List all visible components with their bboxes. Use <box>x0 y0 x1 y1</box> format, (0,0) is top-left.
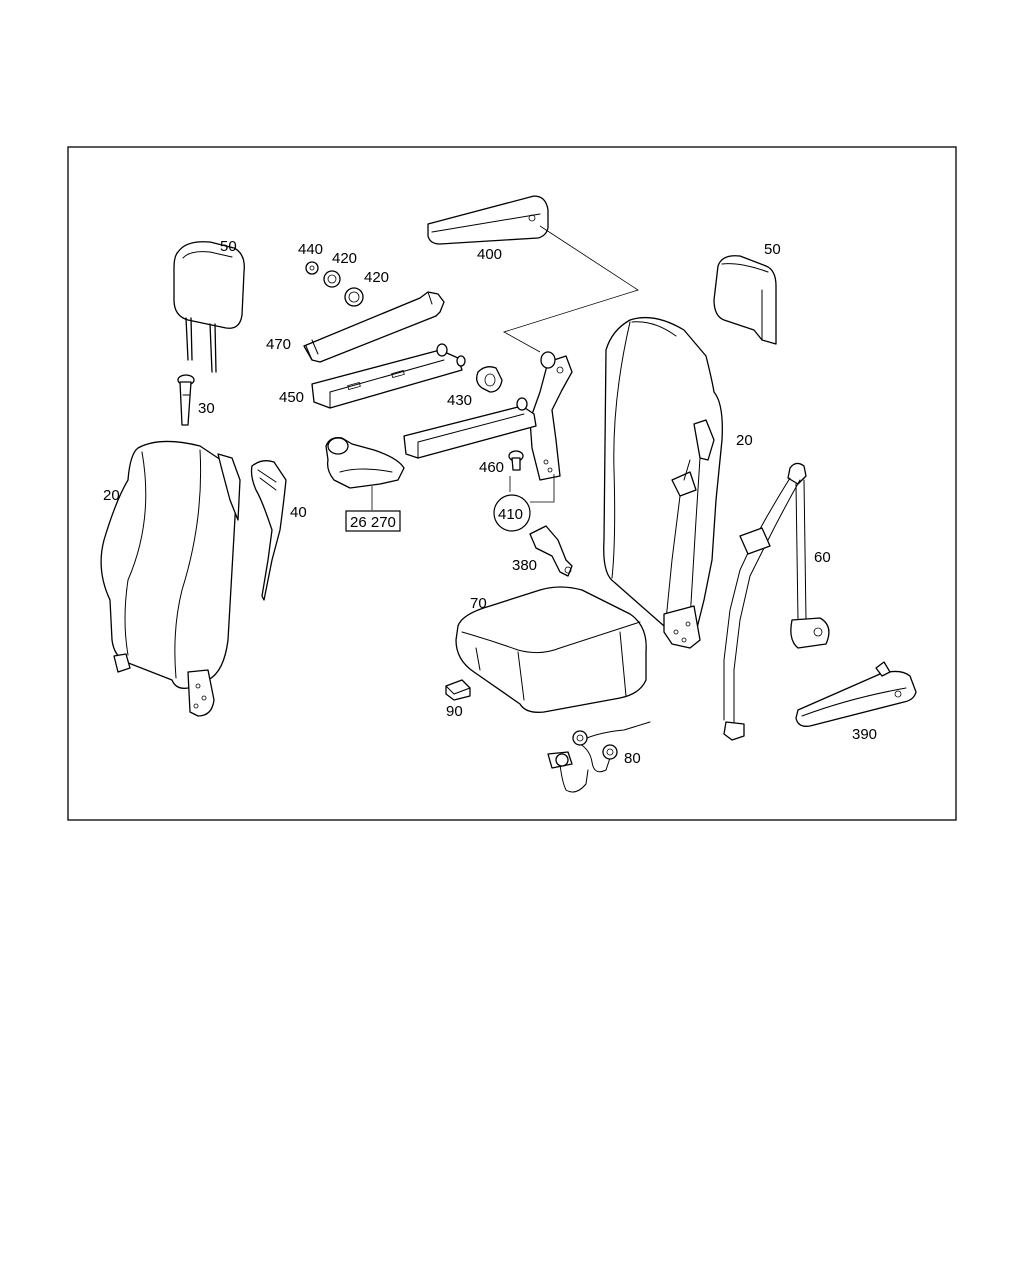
ref-assembly-26270[interactable] <box>325 437 405 489</box>
rail-lower[interactable] <box>403 397 537 459</box>
backrest-right[interactable] <box>603 316 723 649</box>
label-washer-420-a: 420 <box>332 250 357 267</box>
label-circle-410 <box>493 494 531 532</box>
label-bushing-430: 430 <box>447 392 472 409</box>
label-armrest-390: 390 <box>852 726 877 743</box>
label-guide-30: 30 <box>198 400 215 417</box>
seat-belt-60[interactable] <box>723 462 830 741</box>
label-washer-420-b: 420 <box>364 269 389 286</box>
washer-440[interactable] <box>305 261 319 275</box>
label-washer-440: 440 <box>298 241 323 258</box>
label-ref-26270: 26 270 <box>350 514 396 531</box>
headrest-guide[interactable] <box>177 374 195 426</box>
side-trim[interactable] <box>250 460 287 601</box>
label-backrest-left: 20 <box>103 487 120 504</box>
label-backrest-right: 20 <box>736 432 753 449</box>
leader-400 <box>502 225 639 353</box>
bushing-430[interactable] <box>476 366 503 393</box>
label-belt-60: 60 <box>814 549 831 566</box>
rail-450[interactable] <box>311 343 466 409</box>
label-trim-40: 40 <box>290 504 307 521</box>
label-bracket-410: 410 <box>498 506 523 523</box>
label-headrest-left: 50 <box>220 238 237 255</box>
clip-90[interactable] <box>445 679 471 701</box>
label-cover-470: 470 <box>266 336 291 353</box>
washer-420-a[interactable] <box>323 270 341 288</box>
buckle-380[interactable] <box>529 525 573 577</box>
leader-410 <box>509 474 555 503</box>
label-harness-80: 80 <box>624 750 641 767</box>
harness-80[interactable] <box>547 721 651 793</box>
label-buckle-380: 380 <box>512 557 537 574</box>
label-bolt-460: 460 <box>479 459 504 476</box>
headrest-right[interactable] <box>713 255 777 345</box>
label-armrest-400: 400 <box>477 246 502 263</box>
label-headrest-right: 50 <box>764 241 781 258</box>
armrest-390[interactable] <box>795 661 917 727</box>
headrest-left[interactable] <box>173 241 245 373</box>
label-rail-450: 450 <box>279 389 304 406</box>
backrest-left[interactable] <box>100 440 241 717</box>
label-cushion-70: 70 <box>470 595 487 612</box>
washer-420-b[interactable] <box>344 287 364 307</box>
bolt-460[interactable] <box>508 450 524 471</box>
label-box-26270 <box>345 510 401 532</box>
seat-cushion-70[interactable] <box>455 586 647 713</box>
label-clip-90: 90 <box>446 703 463 720</box>
cover-470[interactable] <box>303 291 445 363</box>
armrest-400[interactable] <box>427 195 549 245</box>
